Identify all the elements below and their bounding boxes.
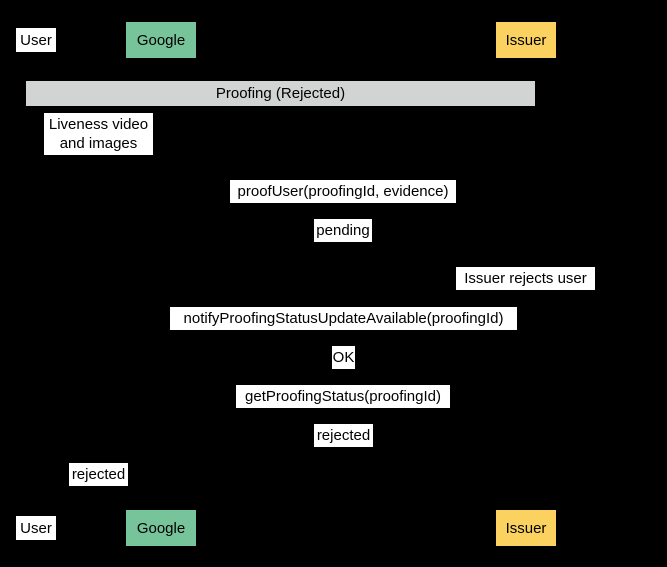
participant-head-issuer[interactable]: Issuer — [496, 22, 556, 58]
participant-foot-user[interactable]: User — [16, 516, 56, 540]
message-label-rejected-to-user: rejected — [69, 463, 128, 486]
participant-head-user[interactable]: User — [16, 28, 56, 52]
fragment-bar-proofing-rejected: Proofing (Rejected) — [26, 81, 535, 106]
message-label-notify-proofing-status-update-available: notifyProofingStatusUpdateAvailable(proo… — [170, 307, 517, 330]
message-label-ok: OK — [332, 346, 355, 369]
participant-head-google[interactable]: Google — [126, 22, 196, 58]
participant-foot-google[interactable]: Google — [126, 510, 196, 546]
note-issuer-rejects-user: Issuer rejects user — [456, 267, 595, 290]
message-label-get-proofing-status: getProofingStatus(proofingId) — [236, 385, 450, 408]
note-liveness-line-1: Liveness video — [48, 116, 149, 133]
message-label-pending: pending — [314, 219, 372, 242]
message-label-rejected-response: rejected — [314, 424, 373, 447]
message-label-proof-user: proofUser(proofingId, evidence) — [230, 180, 456, 203]
note-liveness-video-and-images: Liveness video and images — [44, 113, 153, 155]
participant-foot-issuer[interactable]: Issuer — [496, 510, 556, 546]
note-liveness-line-2: and images — [59, 135, 138, 152]
